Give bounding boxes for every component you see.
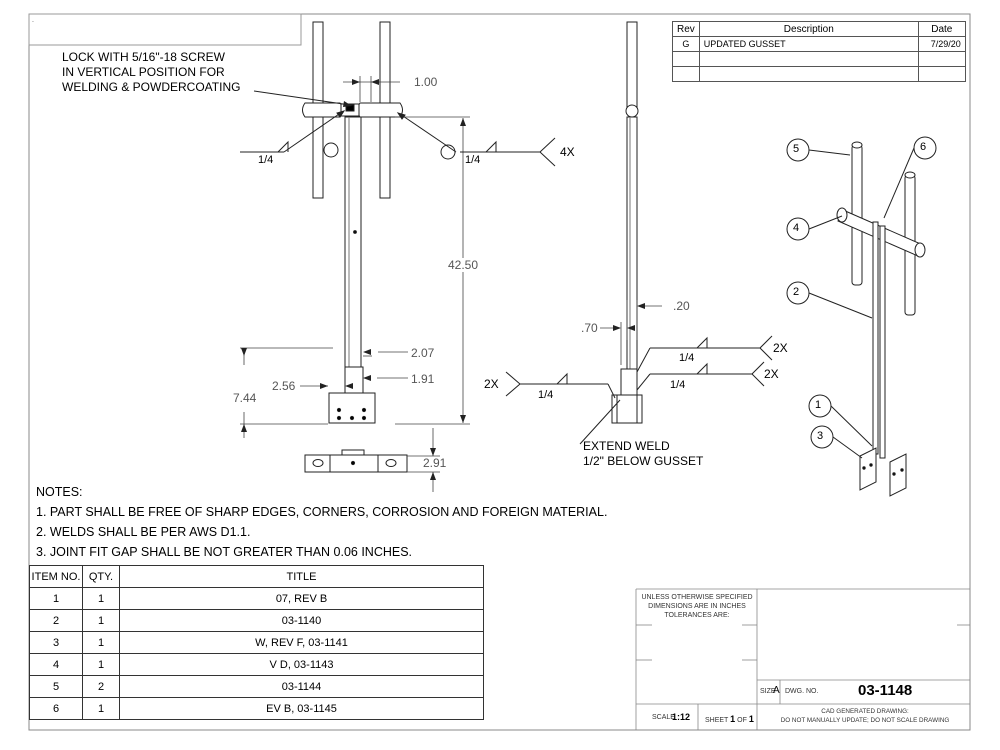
tolerance-note: UNLESS OTHERWISE SPECIFIED DIMENSIONS AR… — [638, 593, 756, 620]
bom-cell: 1 — [29, 587, 83, 610]
top-left-box-mark: . — [32, 17, 34, 24]
note-item: 1. PART SHALL BE FREE OF SHARP EDGES, CO… — [36, 505, 608, 519]
drawing-number: 03-1148 — [858, 682, 913, 699]
bom-cell: 1 — [82, 609, 120, 632]
dimension-label: 42.50 — [448, 258, 479, 272]
tolerance-line: UNLESS OTHERWISE SPECIFIED — [641, 594, 753, 601]
dimension-label: 2.07 — [411, 346, 435, 360]
bom-cell: EV B, 03-1145 — [119, 697, 484, 720]
size-value: A — [773, 685, 780, 696]
balloon-number: 2 — [793, 286, 800, 298]
rev-cell: 7/29/20 — [917, 36, 966, 52]
bom-cell: 2 — [29, 609, 83, 632]
bom-cell: 07, REV B — [119, 587, 484, 610]
dimension-label: 1.00 — [414, 75, 438, 89]
balloon-number: 4 — [793, 222, 800, 234]
bottom-view — [304, 449, 408, 473]
weld-count-label: 2X — [484, 377, 499, 391]
lock-note-line: WELDING & POWDERCOATING — [62, 80, 241, 94]
note-item: 3. JOINT FIT GAP SHALL BE NOT GREATER TH… — [36, 545, 413, 559]
bom-cell: 03-1140 — [119, 609, 484, 632]
bom-cell: 5 — [29, 675, 83, 698]
bom-cell: 6 — [29, 697, 83, 720]
rev-cell: G — [672, 36, 700, 52]
bom-row: 2 1 03-1140 — [29, 609, 484, 632]
rev-header-description: Description — [698, 21, 919, 37]
bom-cell: 03-1144 — [119, 675, 484, 698]
sheet-total: 1 — [748, 714, 754, 724]
weld-size-label: 1/4 — [670, 379, 686, 391]
notes-heading: NOTES: — [36, 485, 83, 499]
bom-cell: V D, 03-1143 — [119, 653, 484, 676]
revision-table: Rev Description Date G UPDATED GUSSET 7/… — [672, 21, 966, 82]
note-item: 2. WELDS SHALL BE PER AWS D1.1. — [36, 525, 251, 539]
balloon-number: 5 — [793, 143, 800, 155]
cad-warning: CAD GENERATED DRAWING: DO NOT MANUALLY U… — [760, 707, 970, 725]
sheet-indicator: SHEET 1 OF 1 — [705, 714, 754, 724]
weld-size-label: 1/4 — [538, 389, 554, 401]
bom-cell: W, REV F, 03-1141 — [119, 631, 484, 654]
balloon-number: 3 — [817, 430, 824, 442]
bom-cell: 3 — [29, 631, 83, 654]
scale-value: 1:12 — [672, 712, 691, 722]
lock-note-line: IN VERTICAL POSITION FOR — [62, 65, 225, 79]
lock-note: LOCK WITH 5/16"-18 SCREW IN VERTICAL POS… — [62, 50, 240, 95]
bom-cell: 1 — [82, 587, 120, 610]
extend-weld-line: EXTEND WELD — [583, 439, 670, 453]
front-view — [302, 21, 456, 424]
size-label: SIZE — [760, 688, 776, 695]
bom-row: 1 1 07, REV B — [29, 587, 484, 610]
bom-row: 3 1 W, REV F, 03-1141 — [29, 631, 484, 654]
cad-line: DO NOT MANUALLY UPDATE; DO NOT SCALE DRA… — [780, 717, 950, 724]
dimension-label: 1.91 — [411, 372, 435, 386]
weld-count-label: 2X — [764, 367, 779, 381]
weld-count-label: 4X — [560, 145, 575, 159]
tolerance-line: TOLERANCES ARE: — [664, 612, 730, 619]
side-view — [611, 21, 643, 424]
weld-count-label: 2X — [773, 341, 788, 355]
dimension-label: .70 — [581, 321, 598, 335]
bom-cell: 1 — [82, 631, 120, 654]
bom-header-qty: QTY. — [82, 565, 120, 588]
bom-cell: 4 — [29, 653, 83, 676]
bom-cell: 1 — [82, 653, 120, 676]
balloon-number: 6 — [920, 141, 927, 153]
tolerance-line: DIMENSIONS ARE IN INCHES — [648, 603, 746, 610]
weld-size-label: 1/4 — [679, 352, 695, 364]
dimension-label: 2.56 — [272, 379, 296, 393]
rev-header-rev: Rev — [672, 21, 700, 37]
rev-header-date: Date — [917, 21, 966, 37]
bom-header-item: ITEM NO. — [29, 565, 83, 588]
bill-of-materials: ITEM NO. QTY. TITLE 1 1 07, REV B 2 1 03… — [29, 565, 484, 720]
sheet-number: 1 — [730, 714, 736, 724]
weld-size-label: 1/4 — [465, 154, 481, 166]
bom-row: 4 1 V D, 03-1143 — [29, 653, 484, 676]
bom-cell: 2 — [82, 675, 120, 698]
bom-row: 5 2 03-1144 — [29, 675, 484, 698]
lock-note-line: LOCK WITH 5/16"-18 SCREW — [62, 50, 225, 64]
dwg-label: DWG. NO. — [785, 688, 819, 695]
bom-row: 6 1 EV B, 03-1145 — [29, 697, 484, 720]
dimension-label: 7.44 — [233, 391, 257, 405]
balloon-number: 1 — [815, 399, 822, 411]
sheet-label: SHEET — [705, 717, 729, 724]
weld-size-label: 1/4 — [258, 154, 274, 166]
bom-header-title: TITLE — [119, 565, 484, 588]
extend-weld-note: EXTEND WELD 1/2" BELOW GUSSET — [583, 439, 703, 469]
dimension-label: .20 — [673, 299, 690, 313]
bom-cell: 1 — [82, 697, 120, 720]
cad-line: CAD GENERATED DRAWING: — [821, 708, 909, 715]
extend-weld-line: 1/2" BELOW GUSSET — [583, 454, 704, 468]
top-left-box — [28, 13, 302, 46]
sheet-border — [28, 13, 971, 731]
scale-label: SCALE — [652, 714, 675, 721]
rev-cell: UPDATED GUSSET — [698, 36, 919, 52]
isometric-view — [836, 141, 926, 497]
sheet-of: OF — [737, 717, 747, 724]
dimension-label: 2.91 — [423, 456, 447, 470]
